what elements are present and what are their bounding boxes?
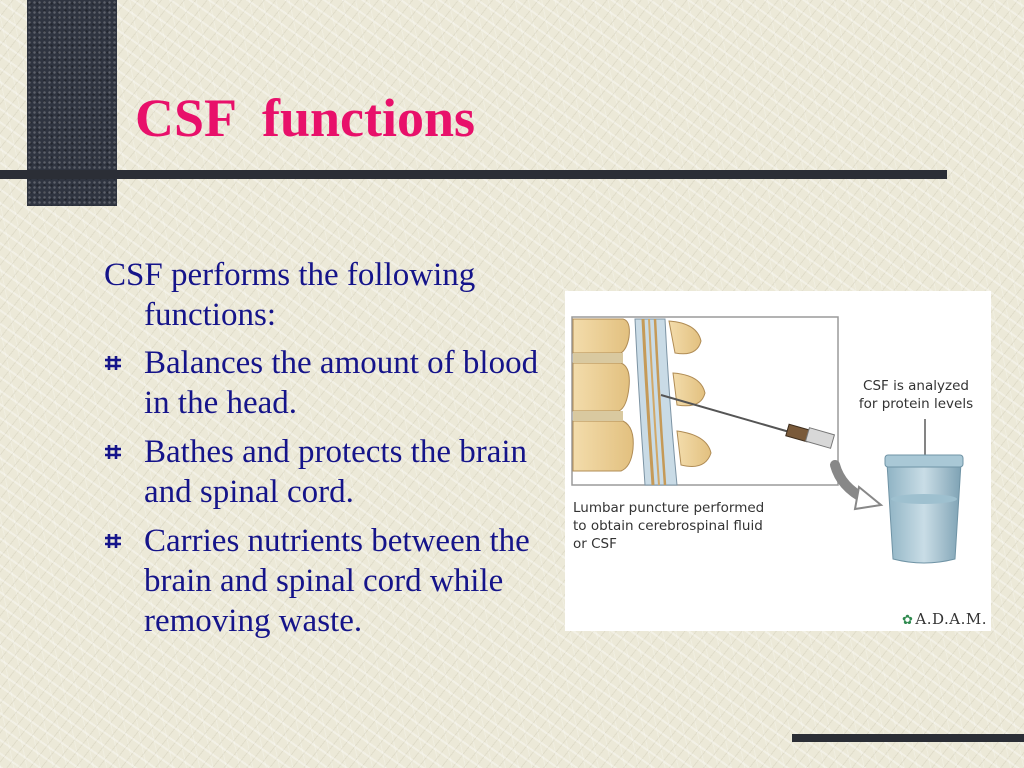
- bullet-list: Balances the amount of blood in the head…: [104, 343, 566, 641]
- bullet-text: Balances the amount of blood in the head…: [144, 345, 539, 421]
- syringe-needle-illustration: [660, 394, 836, 449]
- bullet-text: Carries nutrients between the brain and …: [144, 523, 530, 639]
- logo-text: A.D.A.M.: [915, 610, 987, 628]
- bullet-text: Bathes and protects the brain and spinal…: [144, 434, 528, 510]
- slide-title: CSF functions: [135, 88, 476, 148]
- spine-illustration: [572, 318, 712, 486]
- specimen-cup-illustration: [884, 454, 964, 564]
- intro-text: CSF performs the following functions:: [104, 257, 476, 333]
- hash-bullet-icon: [105, 445, 121, 459]
- caption-line: or CSF: [573, 536, 617, 552]
- footer-divider: [792, 734, 1024, 742]
- slide-body: CSF performs the following functions: Ba…: [104, 255, 566, 650]
- lumbar-puncture-figure: Lumbar puncture performed to obtain cere…: [565, 291, 991, 631]
- lumbar-puncture-illustration: [571, 316, 964, 564]
- hash-bullet-icon: [105, 356, 121, 370]
- callout-line: for protein levels: [858, 396, 974, 412]
- bullet-item: Carries nutrients between the brain and …: [104, 521, 566, 641]
- caption-line: to obtain cerebrospinal fluid: [573, 518, 763, 534]
- adam-logo: ✿A.D.A.M.: [902, 610, 987, 628]
- figure-callout: CSF is analyzed for protein levels: [841, 377, 991, 413]
- figure-caption: Lumbar puncture performed to obtain cere…: [573, 499, 813, 553]
- bullet-item: Bathes and protects the brain and spinal…: [104, 432, 566, 512]
- bullet-item: Balances the amount of blood in the head…: [104, 343, 566, 423]
- caption-line: Lumbar puncture performed: [573, 500, 765, 516]
- hash-bullet-icon: [105, 534, 121, 548]
- callout-line: CSF is analyzed: [863, 378, 969, 394]
- leaf-icon: ✿: [902, 613, 914, 628]
- title-divider: [0, 170, 947, 179]
